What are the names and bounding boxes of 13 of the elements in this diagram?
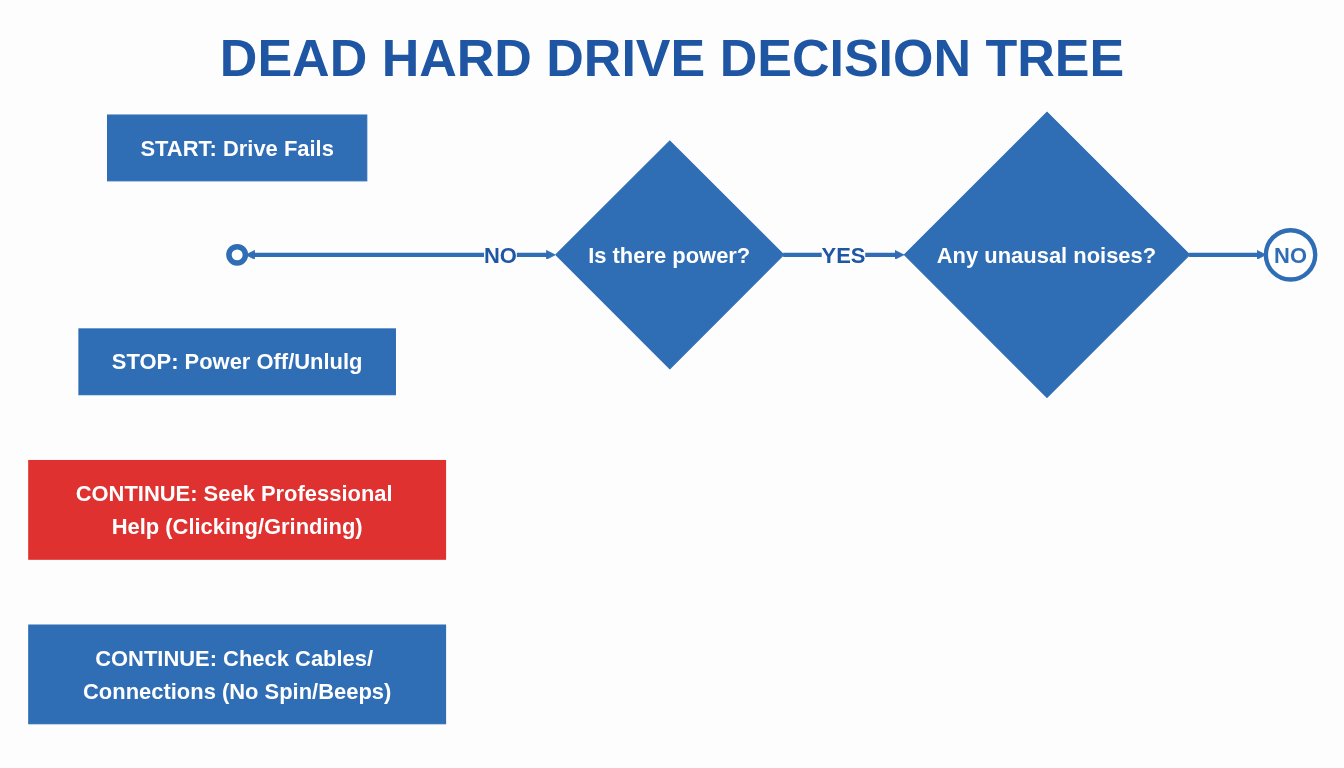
node-circle (226, 243, 249, 266)
edge-label: YES (821, 242, 866, 267)
title: DEAD HARD DRIVE DECISION TREE (218, 28, 1126, 88)
node-circle: NO (1263, 228, 1318, 282)
node-diamond: Is there power? (555, 140, 785, 370)
node-box: CONTINUE: Check Cables/ Connections (No Spin/Beeps) (28, 624, 447, 725)
node-box: CONTINUE: Seek Professional Help (Clicking/Grinding) (28, 459, 447, 560)
edge-label: NO (483, 242, 517, 267)
node-diamond: Any unausal noises? (903, 111, 1191, 399)
node-box: START: Drive Fails (107, 114, 368, 182)
node-box: STOP: Power Off/Unlulg (78, 328, 396, 396)
arrow (245, 250, 556, 260)
arrow (1189, 250, 1267, 260)
